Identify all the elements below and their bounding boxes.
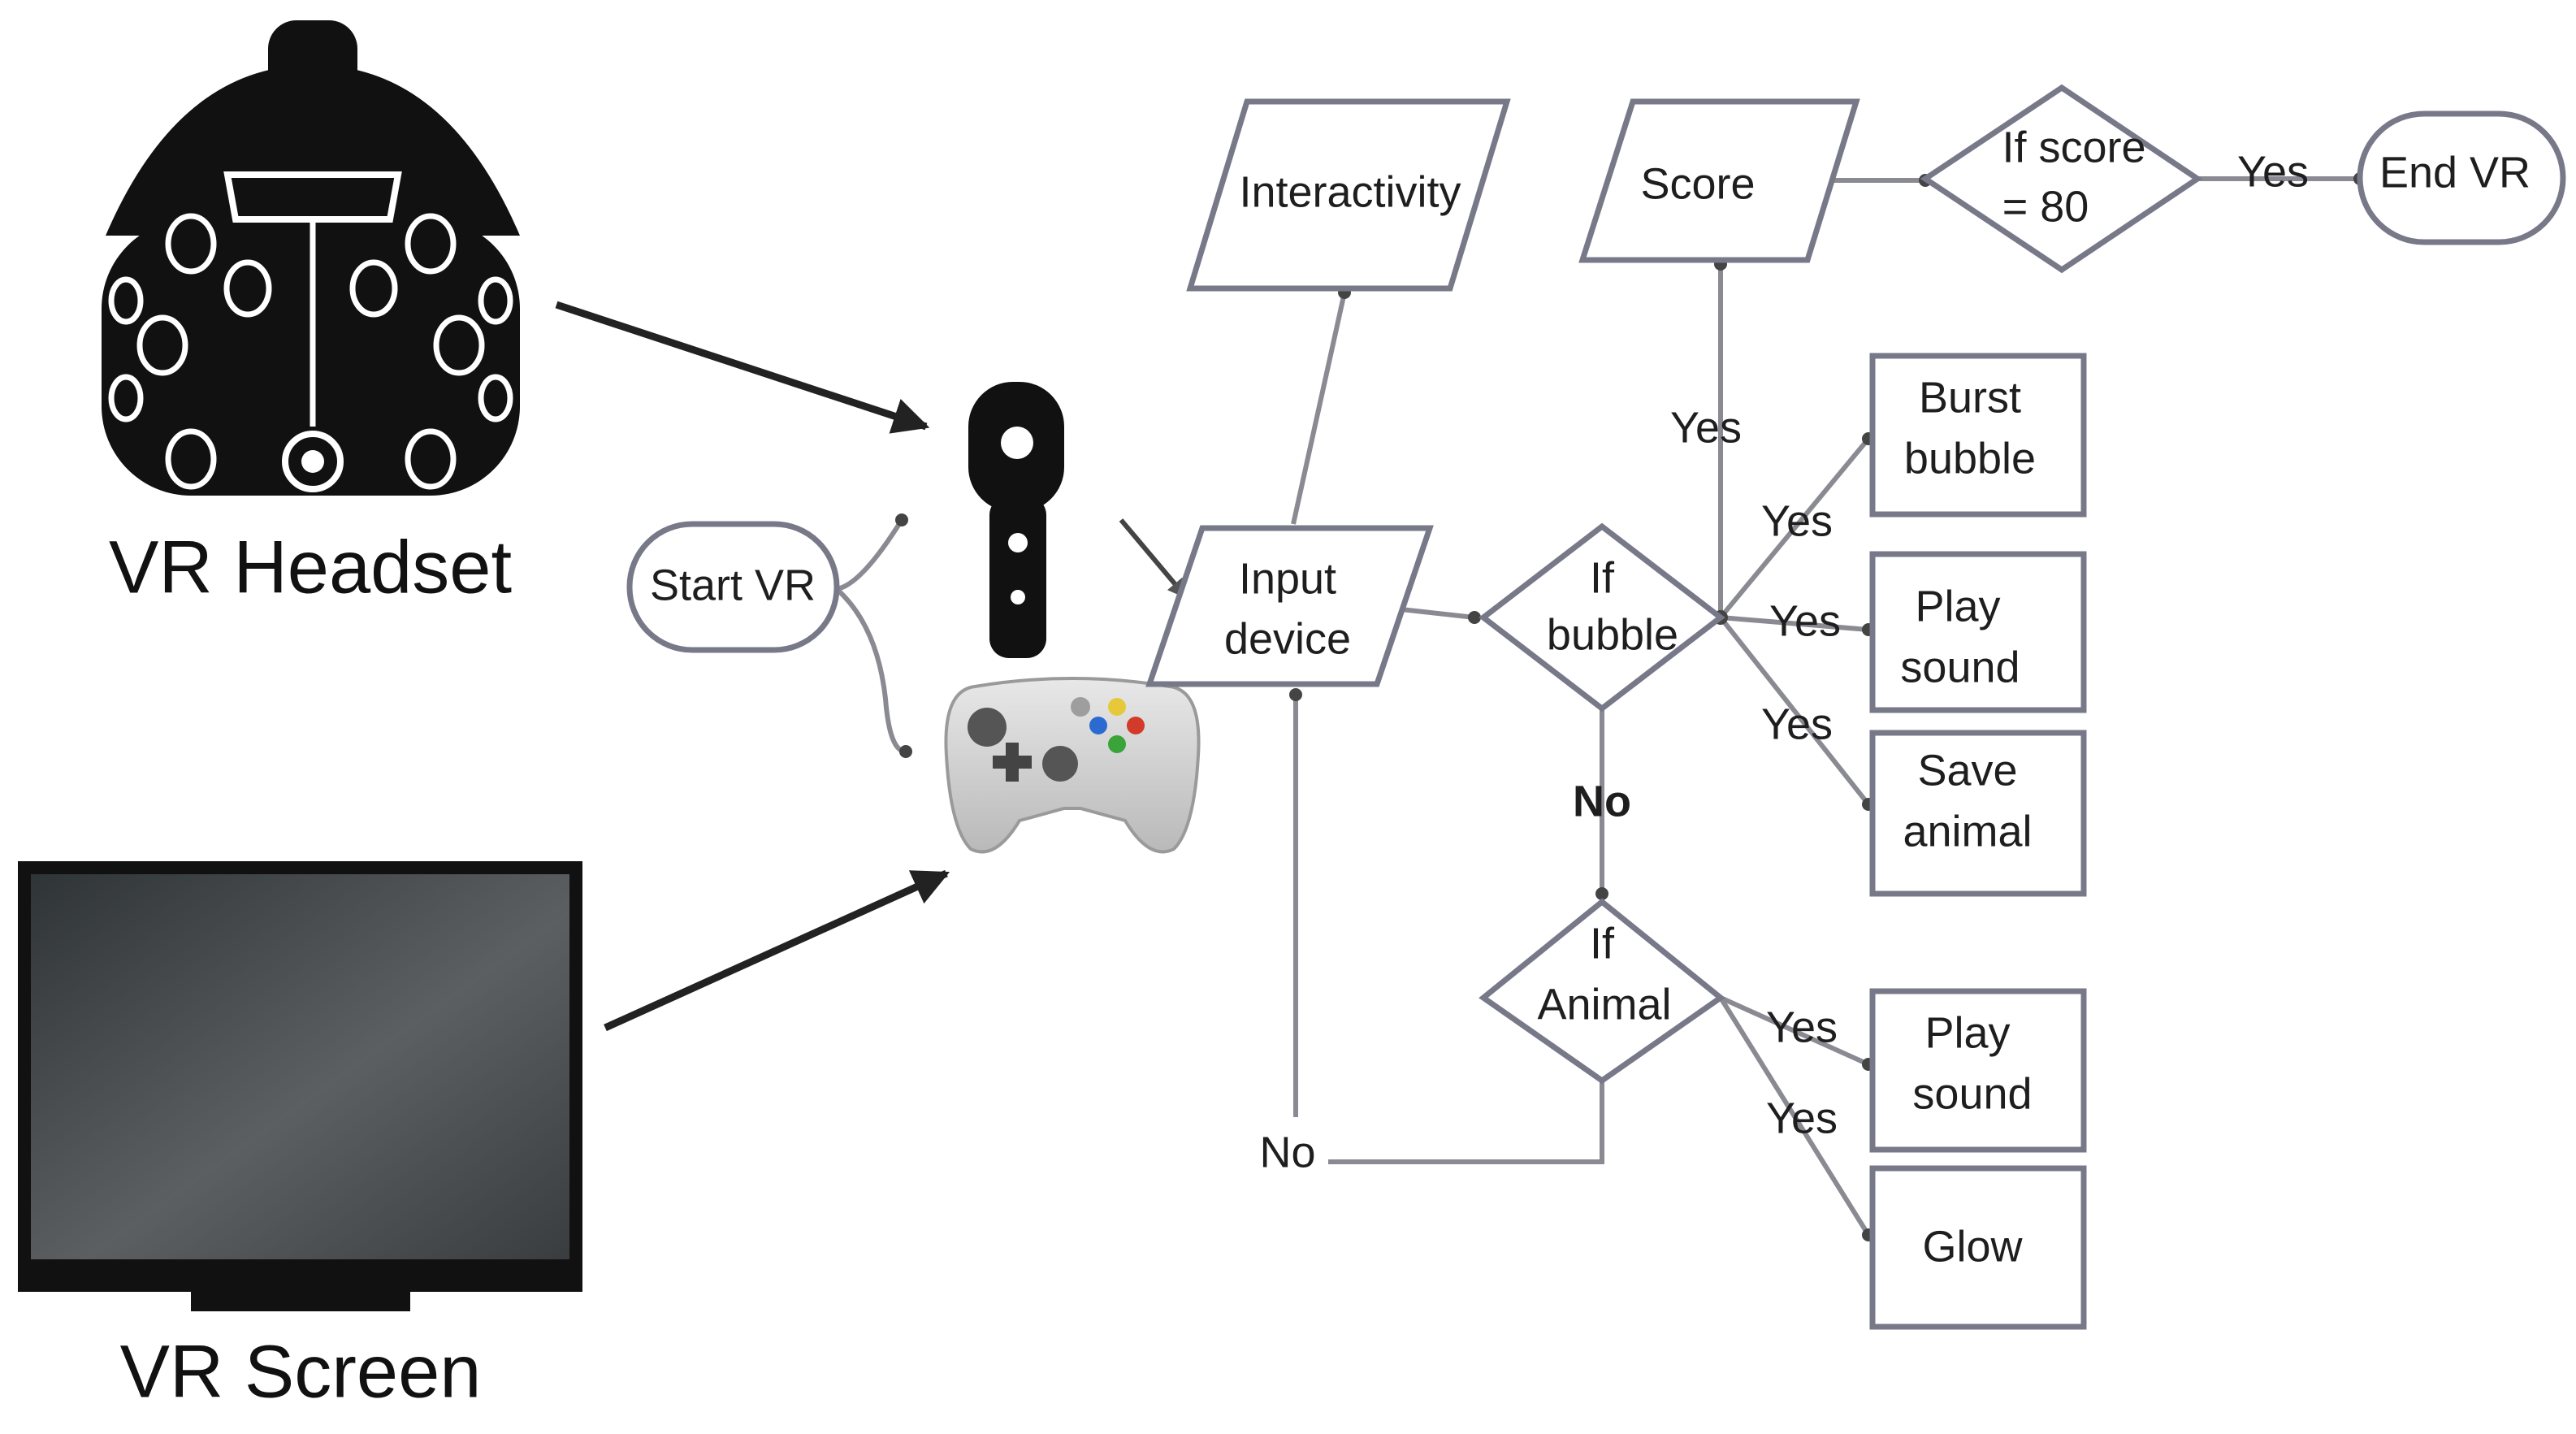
svg-text:sound: sound	[1912, 1069, 2032, 1118]
controller-arrow	[1119, 518, 1188, 599]
animal-to-play	[1719, 995, 1870, 1067]
svg-text:Burst: Burst	[1919, 373, 2021, 422]
score-check-decision: If score = 80	[1920, 84, 2203, 274]
svg-text:Play: Play	[1915, 582, 2000, 630]
screen-arrow	[604, 869, 950, 1032]
svg-text:If score: If score	[2002, 123, 2145, 171]
svg-text:sound: sound	[1900, 643, 2020, 691]
play-sound-box-1: Play sound	[1869, 551, 2087, 713]
if-bubble-decision: If bubble	[1478, 522, 1725, 713]
interactivity-io-box: Interactivity	[1186, 98, 1511, 292]
input-to-bubble	[1401, 607, 1475, 620]
svg-text:End VR: End VR	[2379, 148, 2531, 197]
connectors	[834, 176, 2360, 1237]
yes-to-play-label: Yes	[1769, 596, 1841, 645]
vr-screen-label: VR Screen	[120, 1330, 482, 1413]
vr-controller-icon	[968, 382, 1064, 658]
svg-text:Start VR: Start VR	[650, 561, 816, 609]
svg-text:If: If	[1590, 553, 1615, 602]
svg-text:device: device	[1224, 614, 1351, 663]
gamepad-icon	[944, 677, 1201, 854]
svg-text:Score: Score	[1640, 159, 1755, 208]
no-to-animal-label: No	[1573, 777, 1631, 825]
vr-headset-icon	[102, 20, 520, 496]
yes-to-save-label: Yes	[1761, 700, 1833, 748]
start-to-gamepad	[834, 587, 907, 754]
no-loop-label: No	[1259, 1128, 1315, 1176]
svg-text:bubble: bubble	[1547, 610, 1678, 659]
burst-bubble-box: Burst bubble	[1869, 353, 2087, 518]
animal-no-loop	[1328, 1081, 1604, 1164]
svg-text:Save: Save	[1917, 746, 2017, 795]
animal-to-glow	[1718, 996, 1871, 1237]
svg-text:Input: Input	[1239, 554, 1336, 603]
bubble-to-save	[1718, 616, 1871, 806]
yes-to-burst-label: Yes	[1761, 496, 1833, 545]
if-animal-decision: If Animal	[1478, 898, 1725, 1085]
yes-to-end-label: Yes	[2237, 147, 2309, 196]
start-to-controller	[836, 518, 904, 591]
yes-to-play2-label: Yes	[1766, 1003, 1838, 1051]
svg-text:Animal: Animal	[1537, 980, 1671, 1029]
yes-to-glow-label: Yes	[1766, 1094, 1838, 1142]
save-animal-box: Save animal	[1869, 730, 2087, 897]
svg-text:= 80: = 80	[2002, 182, 2089, 231]
vr-headset-label: VR Headset	[109, 526, 512, 609]
play-sound-box-2: Play sound	[1869, 988, 2087, 1153]
bubble-to-burst	[1718, 437, 1871, 619]
headset-arrow	[555, 301, 930, 434]
glow-box: Glow	[1869, 1165, 2087, 1330]
svg-text:Play: Play	[1924, 1008, 2010, 1057]
svg-text:bubble: bubble	[1904, 434, 2036, 483]
input-to-interactivity	[1291, 292, 1347, 525]
end-vr-terminal: End VR	[2357, 110, 2566, 245]
edge-labels: Yes Yes Yes Yes Yes No Yes Yes No	[1259, 147, 2309, 1176]
svg-text:Glow: Glow	[1922, 1222, 2023, 1271]
svg-text:If: If	[1590, 919, 1615, 968]
input-device-io-box: Input device	[1145, 525, 1434, 687]
svg-text:animal: animal	[1903, 807, 2032, 856]
monitor-icon	[18, 861, 582, 1311]
svg-text:Interactivity: Interactivity	[1239, 167, 1461, 216]
start-vr-terminal: Start VR	[626, 521, 840, 653]
yes-to-score-label: Yes	[1670, 403, 1742, 452]
bubble-to-play	[1720, 615, 1869, 632]
score-io-box: Score	[1578, 98, 1860, 263]
